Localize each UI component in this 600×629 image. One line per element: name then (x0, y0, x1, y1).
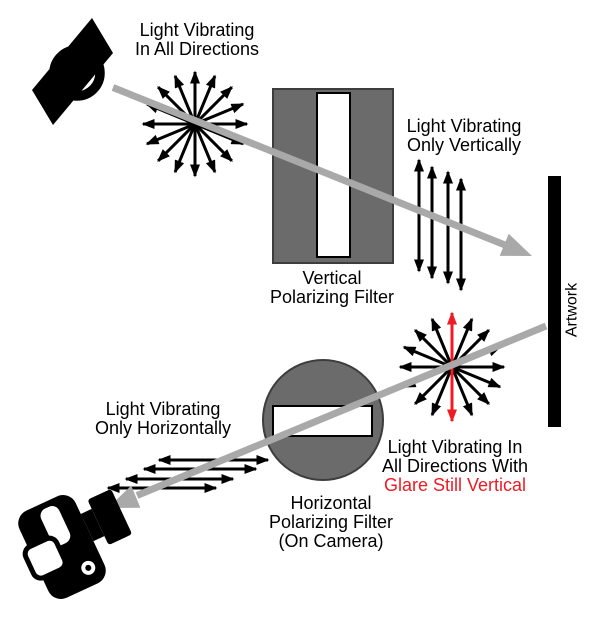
spotlight-icon (32, 18, 113, 125)
vertical-vibration-arrows (414, 158, 466, 292)
horizontal-filter-label: Horizontal Polarizing Filter (On Camera) (269, 494, 393, 551)
source-light-line1: Light Vibrating (139, 20, 255, 40)
only-vertical-label: Light Vibrating Only Vertically (407, 117, 522, 155)
vertical-filter-label: Vertical Polarizing Filter (270, 269, 394, 307)
glare-still-vertical-text: Glare Still Vertical (383, 475, 527, 495)
horizontal-filter-line2: Polarizing Filter (268, 512, 394, 532)
reflected-light-label: Light Vibrating In All Directions With G… (382, 438, 528, 495)
only-vertical-line1: Light Vibrating (406, 116, 522, 136)
vertical-polarizing-filter (272, 88, 394, 264)
source-light-label: Light Vibrating In All Directions (135, 21, 259, 59)
reflected-light-line1: Light Vibrating In (387, 437, 523, 457)
horizontal-filter-line3: (On Camera) (278, 531, 384, 551)
source-light-line2: In All Directions (134, 39, 260, 59)
vertical-filter-line1: Vertical (302, 268, 362, 288)
artwork-bar (548, 176, 561, 427)
only-vertical-line2: Only Vertically (406, 135, 522, 155)
incident-beam-arrow (111, 84, 532, 256)
horizontal-filter-line1: Horizontal (290, 493, 372, 513)
reflected-light-line2: All Directions With (381, 456, 529, 476)
only-horizontal-line1: Light Vibrating (105, 399, 221, 419)
vertical-filter-line2: Polarizing Filter (269, 287, 395, 307)
only-horizontal-label: Light Vibrating Only Horizontally (95, 400, 231, 438)
only-horizontal-line2: Only Horizontally (94, 418, 232, 438)
camera-icon (18, 489, 132, 599)
artwork-label: Artwork (563, 282, 581, 338)
